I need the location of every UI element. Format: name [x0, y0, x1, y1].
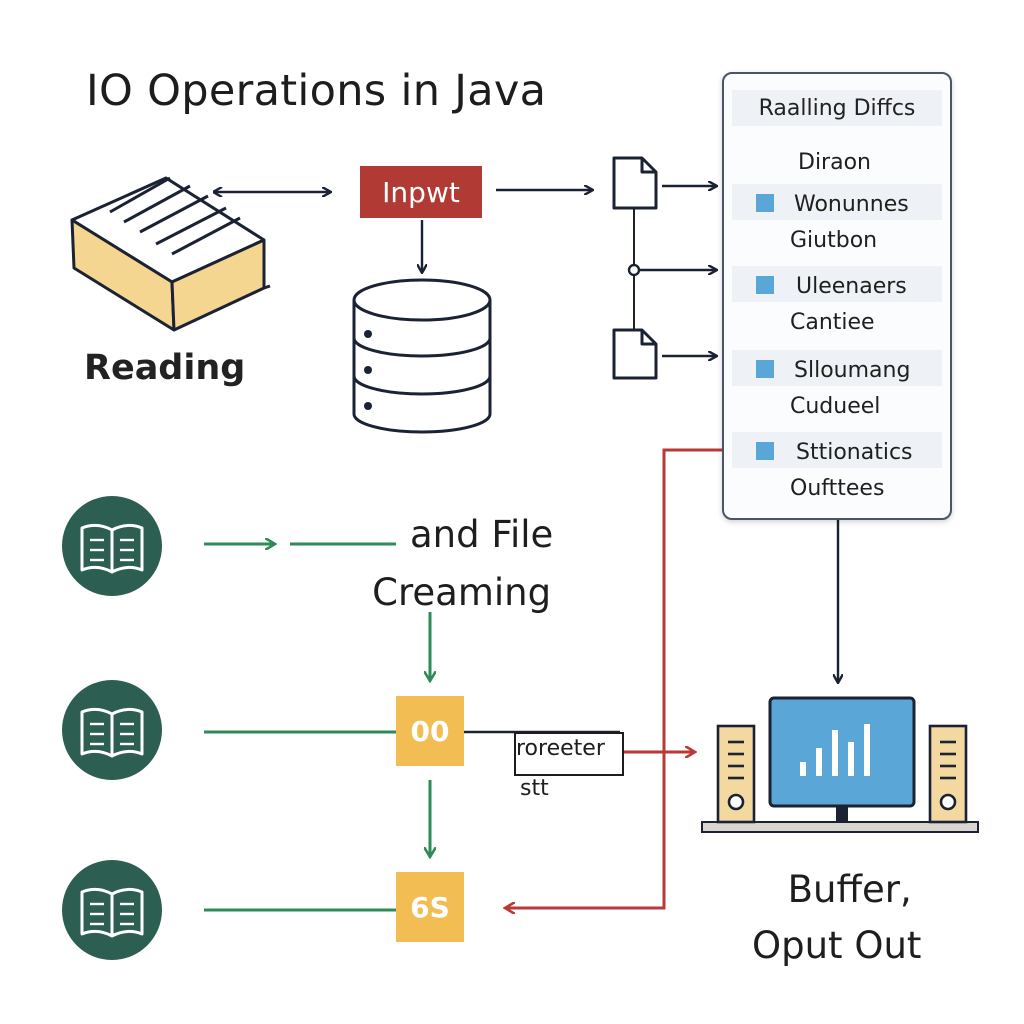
reader-box	[514, 732, 624, 776]
output-panel: Raalling Diffcs Diraon Wonunnes Giutbon …	[722, 72, 952, 520]
buffer-output-label: Buffer, Oput Out	[752, 862, 921, 974]
database-icon	[352, 278, 492, 434]
file-stream-line2: Creaming	[372, 571, 552, 614]
panel-item-sublabel: Cantiee	[790, 310, 875, 335]
connector-node	[627, 263, 641, 277]
bullet-icon	[756, 194, 774, 212]
panel-header-band	[732, 90, 942, 126]
bullet-icon	[756, 276, 774, 294]
red-return-line	[506, 448, 722, 908]
panel-item-label: Diraon	[798, 150, 871, 175]
panel-item-label: Wonunnes	[794, 192, 909, 217]
stream-box-00: 00	[396, 696, 464, 766]
input-box: Inpwt	[360, 166, 482, 218]
panel-item-sublabel: Cuduеel	[790, 394, 881, 419]
computer-icon	[701, 696, 979, 833]
panel-item-label: Slloumang	[794, 358, 911, 383]
reader-box-label: roreeter	[516, 736, 605, 761]
panel-item-label: Sttionatics	[796, 440, 913, 465]
file-stream-line1: and File	[410, 513, 554, 556]
bullet-icon	[756, 360, 774, 378]
open-book-icon	[62, 860, 162, 960]
bullet-icon	[756, 442, 774, 460]
open-book-icon	[62, 680, 162, 780]
reader-box-sublabel: stt	[520, 776, 549, 801]
speaker-icon	[928, 724, 968, 824]
buffer-line1: Buffer,	[787, 868, 912, 911]
diagram-title: IO Operations in Java	[86, 66, 547, 116]
reading-label: Reading	[84, 348, 246, 388]
panel-header: Raalling Diffcs	[758, 96, 916, 121]
speaker-icon	[716, 724, 756, 824]
file-icon	[612, 328, 658, 380]
buffer-line2: Oput Out	[752, 924, 922, 967]
file-icon	[612, 156, 658, 210]
file-stream-label: and File Creaming	[370, 506, 553, 622]
panel-item-sublabel: Oufttees	[790, 476, 885, 501]
book-icon	[70, 176, 271, 332]
panel-item-sublabel: Giutbon	[790, 228, 878, 253]
open-book-icon	[62, 496, 162, 596]
panel-item-label: Uleenaers	[796, 274, 907, 299]
stream-box-6s: 6S	[396, 872, 464, 942]
